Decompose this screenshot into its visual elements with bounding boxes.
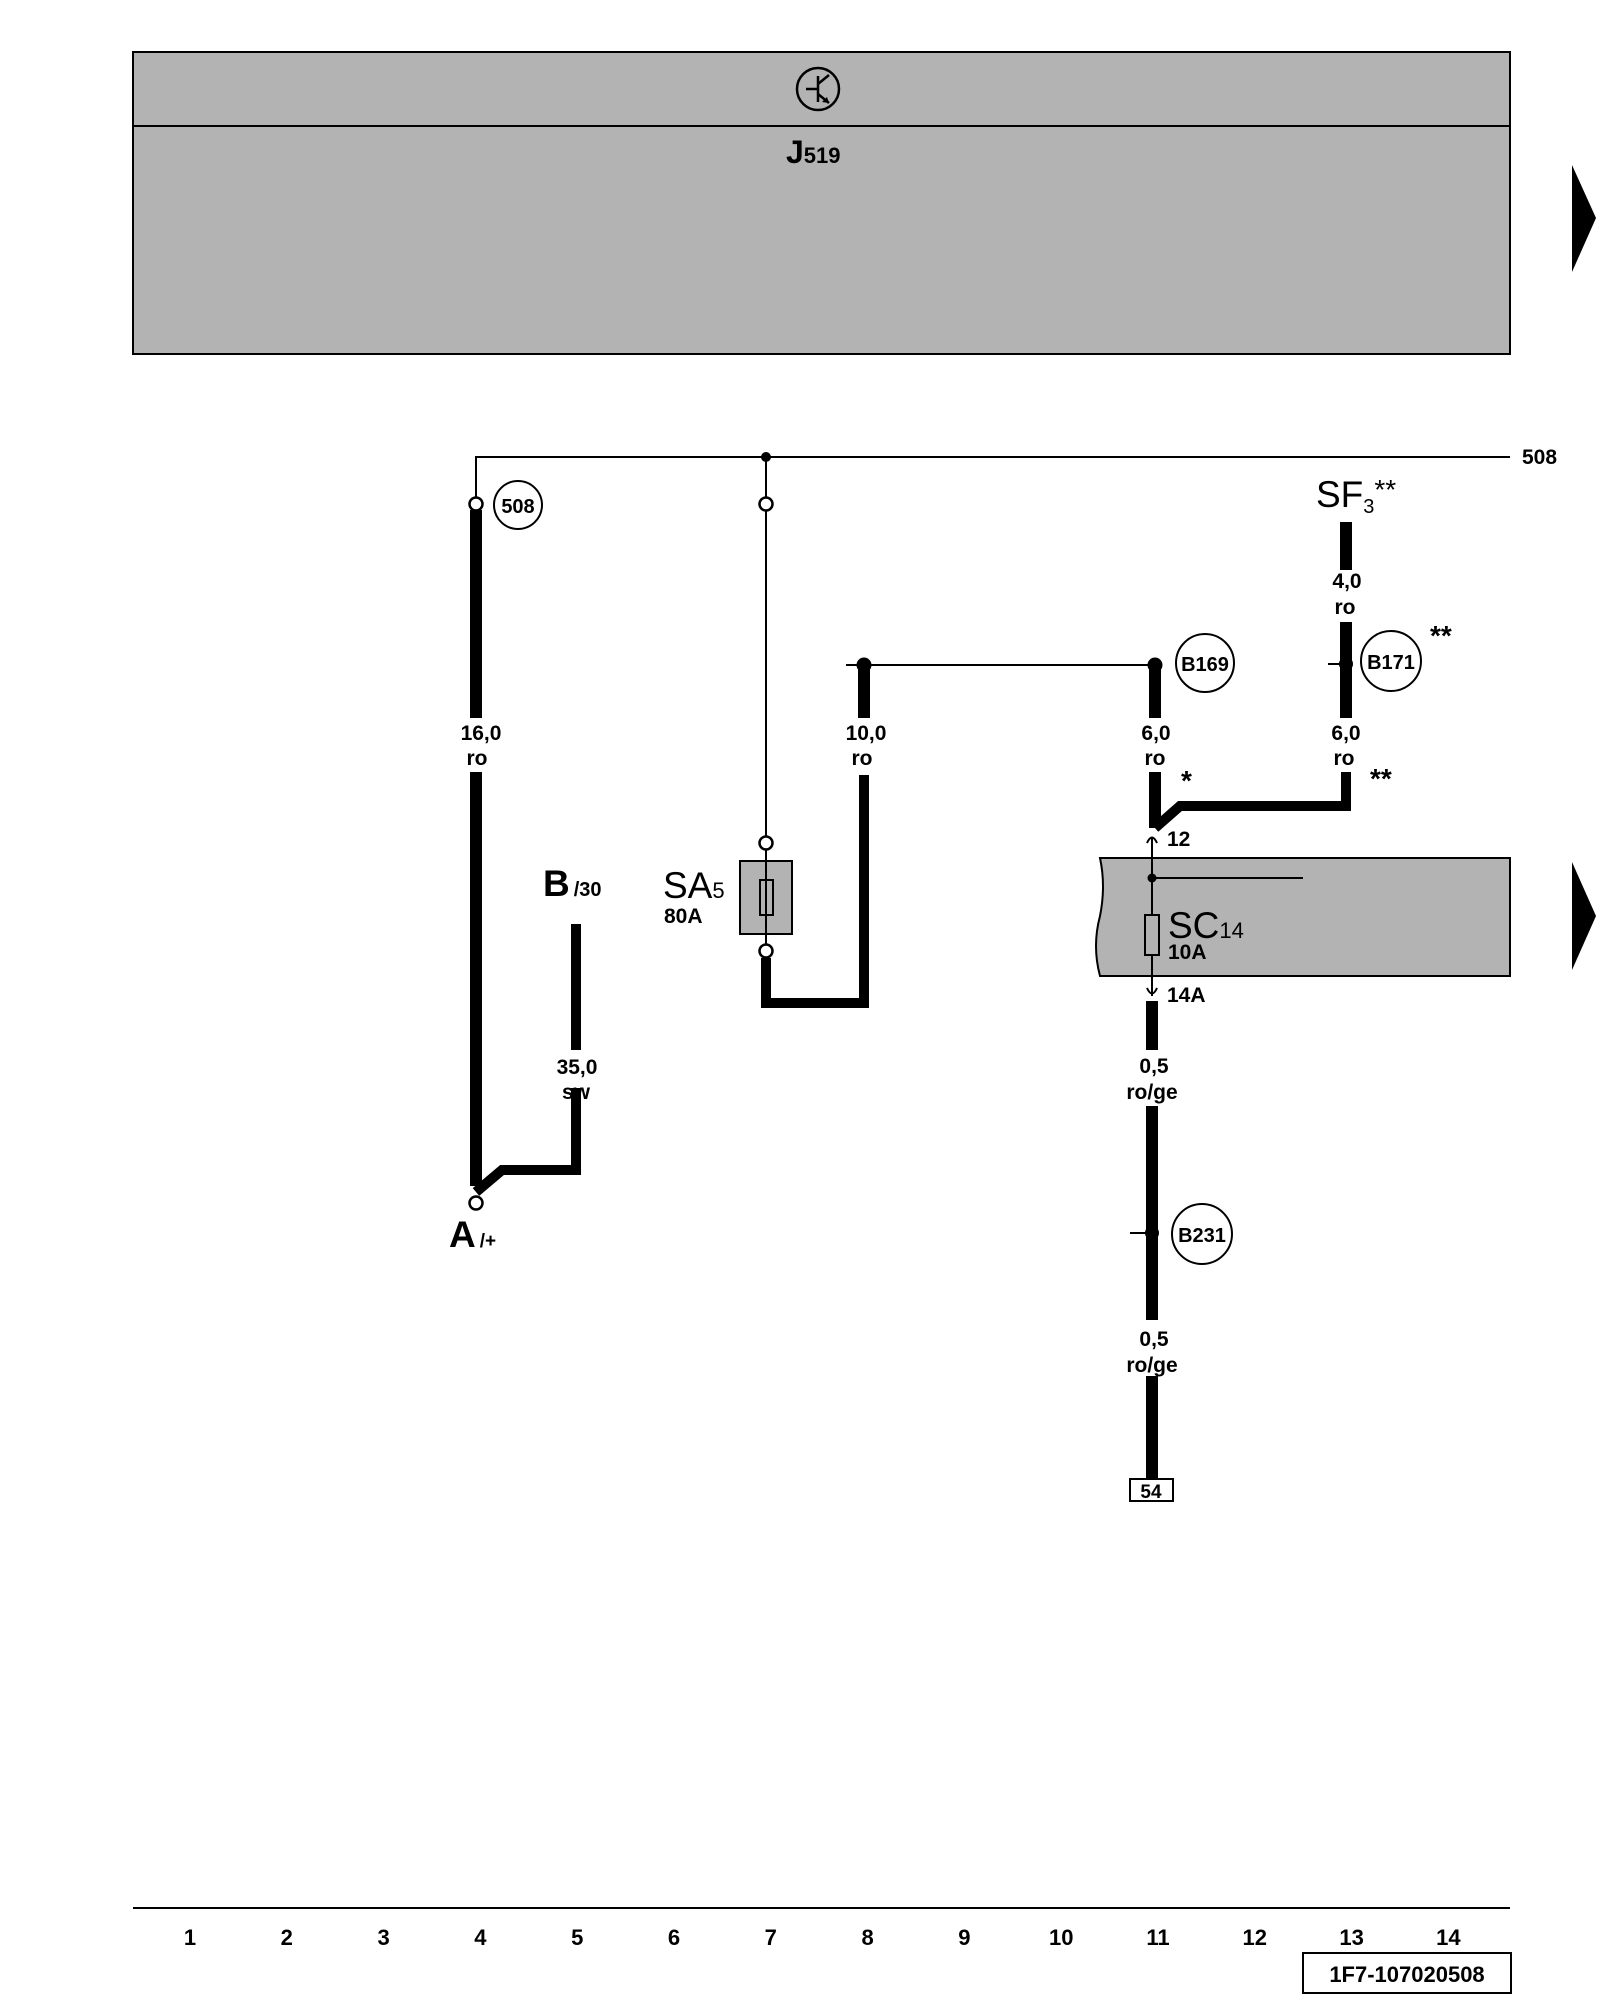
connector-b231-label: B231 xyxy=(1178,1225,1226,1247)
wire-w3-color: ro xyxy=(852,747,873,770)
wire-w8-color: ro/ge xyxy=(1126,1354,1177,1377)
track-number: 3 xyxy=(377,1925,389,1950)
fuse-box-sc xyxy=(1095,857,1511,977)
connector-b231-circle xyxy=(1171,1203,1233,1265)
diagram-code-box xyxy=(1302,1952,1512,1994)
wire-w4 xyxy=(1147,657,1351,832)
control-unit-header: J519 xyxy=(132,51,1511,355)
fuse-sc14 xyxy=(1144,836,1160,996)
wire-w3-size: 10,0 xyxy=(846,722,887,745)
connector-b169-circle xyxy=(1175,633,1235,693)
diagram-code: 1F7-107020508 xyxy=(1329,1962,1484,1987)
connector-b169-label: B169 xyxy=(1181,654,1229,676)
wire-w1-size: 16,0 xyxy=(461,722,502,745)
track-number: 13 xyxy=(1339,1925,1363,1950)
track-number: 12 xyxy=(1243,1925,1267,1950)
wire-w6-color: ro xyxy=(1334,747,1355,770)
terminal-54-label: 54 xyxy=(1140,1482,1162,1503)
continuation-arrow-top xyxy=(1572,165,1596,272)
note-single-asterisk: * xyxy=(1181,765,1192,796)
note-b171-asterisks: ** xyxy=(1430,620,1452,651)
wire-w7 xyxy=(1130,1001,1159,1320)
connector-508-label: 508 xyxy=(501,496,534,518)
wire-w2-size: 35,0 xyxy=(557,1056,598,1079)
fuse-sc14-pin-in: 12 xyxy=(1167,828,1190,851)
fuse-sc14-label: SC14 xyxy=(1168,905,1244,946)
fuse-sa5-rating: 80A xyxy=(664,905,703,928)
track-number: 7 xyxy=(765,1925,777,1950)
wire-w8-size: 0,5 xyxy=(1139,1328,1169,1351)
transistor-symbol-icon xyxy=(795,66,841,112)
bus-line-508 xyxy=(475,452,1510,504)
track-number: 2 xyxy=(281,1925,293,1950)
fuse-sa5-terminal-in xyxy=(758,835,774,851)
track-number: 11 xyxy=(1146,1925,1169,1950)
bus-ref-label: 508 xyxy=(1522,446,1557,469)
wire-w1 xyxy=(470,510,581,1196)
terminal-point xyxy=(468,496,484,512)
starter-label: B/30 xyxy=(543,863,602,904)
track-number: 14 xyxy=(1436,1925,1461,1950)
battery-terminal-point xyxy=(468,1195,484,1211)
fuse-sa5-label: SA5 xyxy=(663,865,725,906)
wire-w2-color: sw xyxy=(562,1081,591,1104)
fuse-sc14-pin-out: 14A xyxy=(1167,984,1206,1007)
fuse-sf3-label: SF3** xyxy=(1316,474,1396,518)
note-wire-asterisks: ** xyxy=(1370,763,1392,794)
continuation-arrow-middle xyxy=(1572,862,1596,970)
wire-w6-size: 6,0 xyxy=(1331,722,1360,745)
wire-w5 xyxy=(1328,522,1353,784)
track-number: 9 xyxy=(958,1925,970,1950)
fuse-sa5-terminal-out xyxy=(758,943,774,959)
fuse-sc14-rating: 10A xyxy=(1168,941,1207,964)
track-number: 6 xyxy=(668,1925,680,1950)
track-number: 1 xyxy=(184,1925,196,1950)
fuse-sa5 xyxy=(739,510,793,945)
control-unit-label: J519 xyxy=(786,134,841,170)
track-number: 10 xyxy=(1049,1925,1073,1950)
wire-w5-size: 4,0 xyxy=(1332,570,1361,593)
terminal-54-box xyxy=(1129,1478,1174,1502)
connector-508-circle xyxy=(493,480,543,530)
track-number: 5 xyxy=(571,1925,583,1950)
wire-w7-size: 0,5 xyxy=(1139,1055,1169,1078)
wire-w3 xyxy=(761,657,1155,1008)
wire-w4-color: ro xyxy=(1145,747,1166,770)
terminal-point xyxy=(758,496,774,512)
wire-w1-color: ro xyxy=(467,747,488,770)
connector-b171-circle xyxy=(1360,630,1422,692)
track-number: 4 xyxy=(474,1925,487,1950)
track-number: 8 xyxy=(861,1925,873,1950)
wire-w5-color: ro xyxy=(1335,596,1356,619)
wire-w7-color: ro/ge xyxy=(1126,1081,1177,1104)
wire-w4-size: 6,0 xyxy=(1141,722,1170,745)
connector-b171-label: B171 xyxy=(1367,652,1415,674)
battery-label: A/+ xyxy=(449,1214,496,1255)
